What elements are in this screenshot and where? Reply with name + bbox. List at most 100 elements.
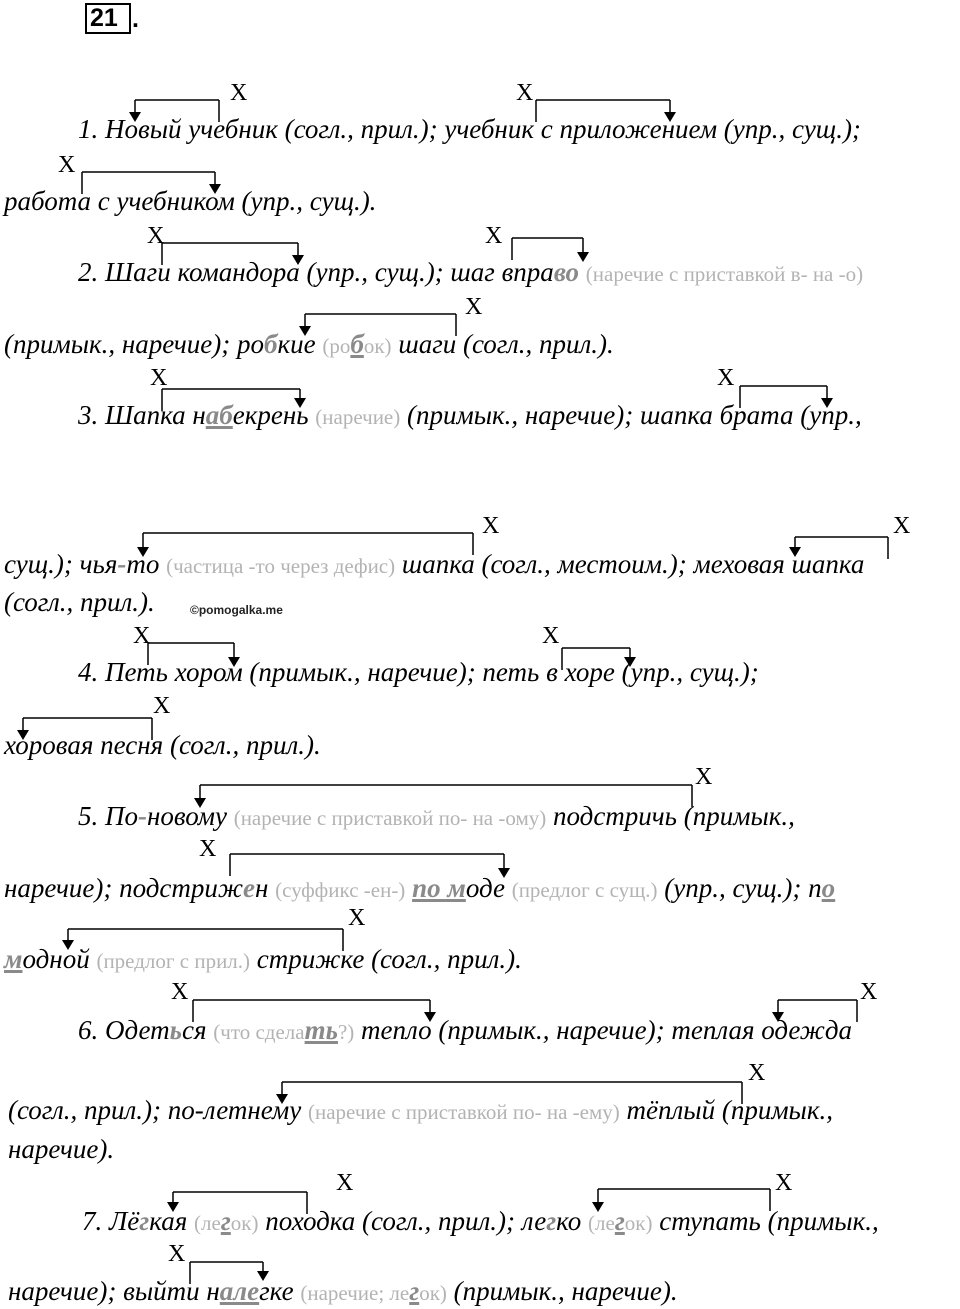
text-segment: (примык., наречие); ро <box>4 329 265 359</box>
arrow-down-icon <box>276 1094 288 1104</box>
main-word-marker: X <box>482 513 499 539</box>
text-segment: ступать (примык., <box>652 1206 879 1236</box>
text-segment: походка (согл., прил.); ле <box>258 1206 547 1236</box>
main-word-marker: X <box>748 1060 765 1086</box>
main-word-marker: X <box>695 764 712 790</box>
comment-text: (что сдела <box>213 1020 305 1044</box>
phrase-link: X <box>129 80 247 122</box>
text-segment: наречие); подстриж <box>4 873 244 903</box>
text-segment: 2. Шаги командора (упр., сущ.); шаг впра <box>78 257 554 287</box>
text-line: работа с учебником (упр., сущ.). <box>4 185 376 217</box>
highlight-letter: г <box>220 1206 231 1236</box>
phrase-link: X <box>276 1060 765 1104</box>
phrase-link: X <box>137 513 499 557</box>
text-line: (согл., прил.); по-летнему (наречие с пр… <box>8 1094 833 1128</box>
comment-text: (наречие) <box>315 405 401 429</box>
arrow-down-icon <box>299 326 311 336</box>
highlight-letter: аб <box>205 400 233 430</box>
text-segment: 4. Петь хором (примык., наречие); петь в… <box>78 657 759 687</box>
main-word-marker: X <box>147 223 164 249</box>
phrase-link: X <box>592 1170 792 1212</box>
text-segment: 5. По <box>78 801 138 831</box>
highlight-letter: во <box>553 257 580 287</box>
main-word-marker: X <box>348 905 365 931</box>
phrase-link: X <box>167 1170 353 1214</box>
arrow-down-icon <box>772 1012 784 1022</box>
phrase-link: X <box>147 223 304 265</box>
phrase-link: X <box>17 693 170 740</box>
main-word-marker: X <box>336 1170 353 1196</box>
text-segment: наречие). <box>8 1134 115 1164</box>
main-word-marker: X <box>230 80 247 106</box>
text-segment: 1. Новый учебник (согл., прил.); учебник… <box>78 114 861 144</box>
comment-text: (частица -то через дефис) <box>166 554 396 578</box>
text-line: сущ.); чья-то (частица -то через дефис) … <box>4 548 864 582</box>
arrow-down-icon <box>577 252 589 262</box>
comment-text: (ле <box>194 1211 221 1235</box>
highlight-letter: г <box>614 1206 625 1236</box>
main-word-marker: X <box>199 836 216 862</box>
arrow-down-icon <box>592 1202 604 1212</box>
phrase-link: X <box>168 1241 269 1284</box>
comment-text: (наречие с приставкой в- на -о) <box>585 262 864 286</box>
arrow-down-icon <box>294 398 306 408</box>
arrow-down-icon <box>129 112 141 122</box>
main-word-marker: X <box>775 1170 792 1196</box>
highlight-letter: б <box>264 329 278 359</box>
phrase-link: X <box>171 979 436 1022</box>
comment-text: (наречие; ле <box>300 1281 410 1305</box>
phrase-link: X <box>772 979 877 1022</box>
phrase-link: X <box>485 223 589 262</box>
text-segment: екрень <box>232 400 316 430</box>
phrase-link: X <box>717 365 833 408</box>
text-segment: тёплый (примык., <box>619 1095 833 1125</box>
text-line: 7. Лёгкая (легок) походка (согл., прил.)… <box>82 1205 879 1239</box>
text-line: 6. Одеться (что сделать?) тепло (примык.… <box>78 1014 852 1048</box>
text-line: 4. Петь хором (примык., наречие); петь в… <box>78 656 759 688</box>
text-segment: (примык., наречие); шапка брата (упр., <box>400 400 862 430</box>
highlight-letter: ь <box>169 1015 182 1045</box>
main-word-marker: X <box>58 152 75 178</box>
phrase-link: X <box>62 905 365 951</box>
text-segment: шаги (согл., прил.). <box>391 329 614 359</box>
comment-text: (ле <box>588 1211 615 1235</box>
text-line: 1. Новый учебник (согл., прил.); учебник… <box>78 113 861 145</box>
exercise-number-dot: . <box>132 5 139 33</box>
text-segment: наречие); выйти н <box>8 1276 220 1306</box>
comment-text: (суффикс -ен-) <box>275 878 406 902</box>
text-segment: работа с учебником (упр., сущ.). <box>4 186 377 216</box>
text-segment: гке <box>259 1276 301 1306</box>
text-segment: ся <box>181 1015 214 1045</box>
main-word-marker: X <box>717 365 734 391</box>
arrow-down-icon <box>137 547 149 557</box>
arrow-down-icon <box>194 798 206 808</box>
text-line: (примык., наречие); робкие (робок) шаги … <box>4 328 614 362</box>
text-line: наречие); подстрижен (суффикс -ен-) по м… <box>4 872 835 906</box>
text-segment: подстричь (примык., <box>546 801 795 831</box>
text-segment: 3. Шапка н <box>78 400 206 430</box>
comment-text: ок) <box>624 1211 653 1235</box>
main-word-marker: X <box>542 623 559 649</box>
arrow-down-icon <box>167 1202 179 1212</box>
comment-text: ок) <box>419 1281 447 1305</box>
arrow-down-icon <box>424 1012 436 1022</box>
arrow-down-icon <box>789 547 801 557</box>
comment-text: (наречие с приставкой по- на -ему) <box>308 1100 620 1124</box>
exercise-number: 21 <box>85 3 131 34</box>
text-segment: хоровая песня (согл., прил.). <box>4 730 321 760</box>
watermark: ©pomogalka.me <box>190 603 283 617</box>
highlight-letter: о <box>821 873 836 903</box>
arrow-down-icon <box>498 868 510 878</box>
arrow-down-icon <box>62 940 74 950</box>
highlight-letter: - <box>117 549 127 579</box>
text-segment: стрижке (согл., прил.). <box>250 944 522 974</box>
phrase-link: X <box>194 764 712 808</box>
main-word-marker: X <box>893 513 910 539</box>
highlight-letter: г <box>546 1206 557 1236</box>
arrow-down-icon <box>624 657 636 667</box>
arrow-down-icon <box>664 112 676 122</box>
text-segment: кая <box>149 1206 195 1236</box>
phrase-link: X <box>199 836 510 878</box>
comment-text: (ро <box>322 334 351 358</box>
comment-text: (предлог с сущ.) <box>511 878 658 902</box>
